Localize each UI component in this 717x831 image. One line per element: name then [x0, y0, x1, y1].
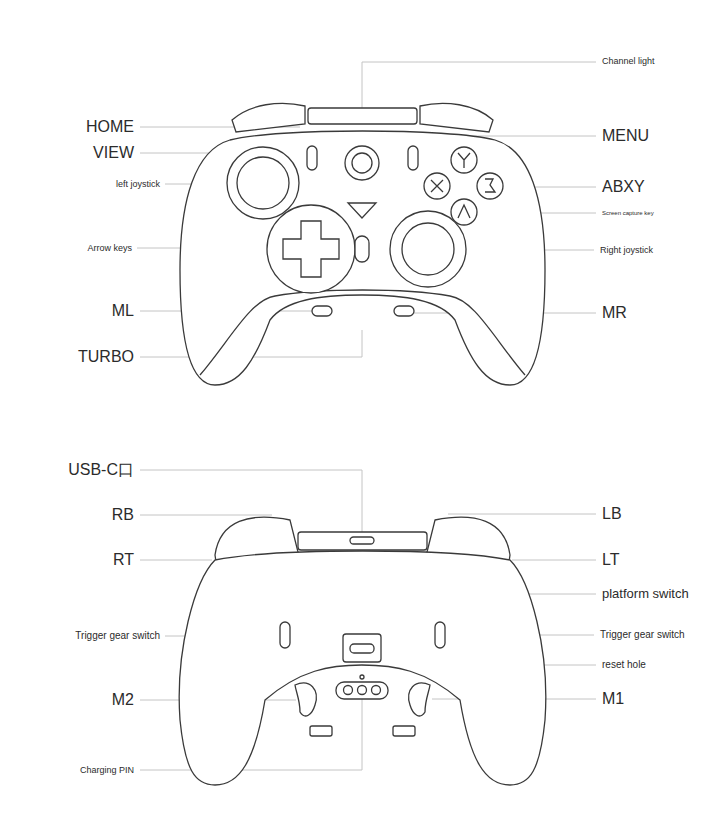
part-label: Trigger gear switch: [598, 629, 687, 641]
controller-top-view: [180, 103, 545, 385]
part-label: left joystick: [114, 179, 162, 189]
part-label: MR: [600, 304, 629, 322]
part-label: Trigger gear switch: [73, 630, 162, 642]
part-label: Right joystick: [598, 245, 655, 255]
part-label: Screen capture key: [600, 210, 656, 217]
part-label: reset hole: [600, 659, 648, 671]
part-label: ABXY: [600, 178, 647, 196]
part-label: USB-C口: [66, 461, 136, 479]
part-label: VIEW: [91, 144, 136, 162]
part-label: Channel light: [600, 56, 657, 66]
part-label: TURBO: [76, 348, 136, 366]
part-label: ML: [110, 302, 136, 320]
part-label: M1: [600, 690, 626, 708]
part-label: LT: [600, 551, 621, 569]
controller-bottom-view: [179, 517, 546, 785]
part-label: MENU: [600, 127, 651, 145]
part-label: Arrow keys: [85, 243, 134, 253]
part-label: HOME: [84, 118, 136, 136]
part-label: platform switch: [600, 587, 691, 602]
part-label: LB: [600, 505, 624, 523]
part-label: RT: [111, 551, 136, 569]
part-label: M2: [110, 691, 136, 709]
part-label: Charging PIN: [78, 765, 136, 775]
part-label: RB: [110, 506, 136, 524]
